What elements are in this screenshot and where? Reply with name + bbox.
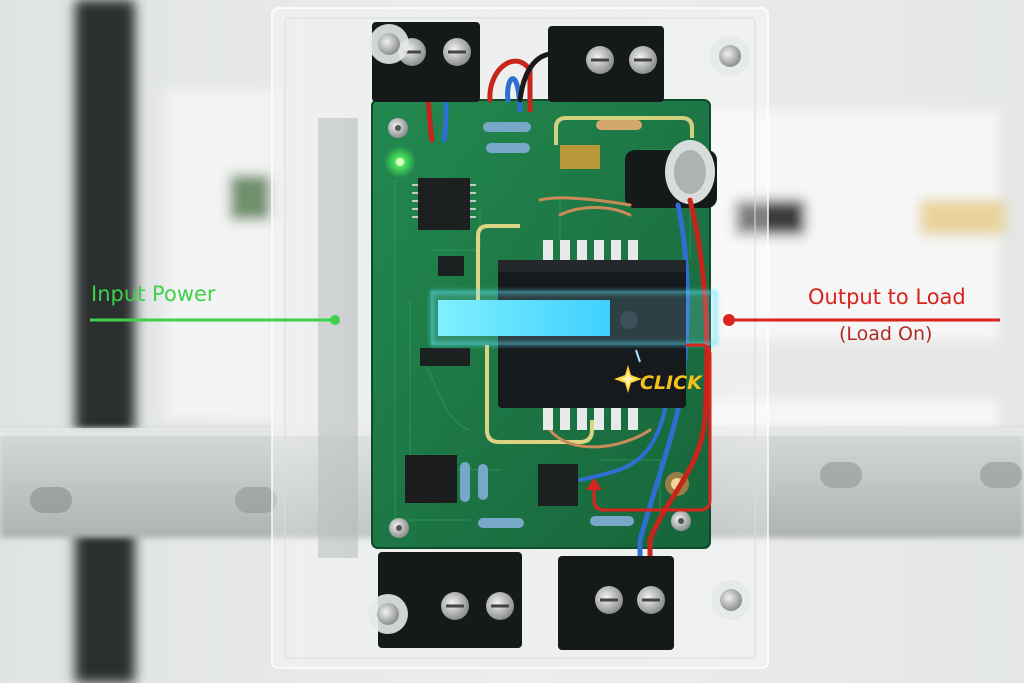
output-to-load-label: Output to Load — [808, 285, 966, 309]
click-spark-icon — [614, 365, 642, 393]
terminal-block-top-right — [548, 26, 664, 102]
output-highlight-path — [592, 343, 712, 512]
crystal — [560, 145, 600, 169]
header-block — [538, 464, 578, 506]
click-pointer — [635, 349, 641, 363]
highlight-trace — [476, 224, 594, 444]
output-arrow — [586, 478, 602, 490]
resistors — [460, 120, 642, 528]
relay-state-indicator — [431, 291, 717, 345]
status-led-icon — [396, 158, 404, 166]
case-screws — [368, 24, 751, 634]
microcontroller-chip — [412, 178, 476, 230]
driver-chip — [420, 348, 470, 366]
terminal-block-bottom-right — [558, 556, 674, 650]
load-status-label: (Load On) — [839, 323, 932, 345]
highlight-trace-top — [554, 116, 694, 145]
electrolytic-capacitor — [625, 140, 717, 208]
power-chip — [405, 455, 457, 503]
click-label: CLICK — [640, 372, 703, 394]
input-power-label: Input Power — [91, 282, 216, 306]
relay-pins — [543, 240, 638, 430]
terminal-block-bottom-left — [378, 552, 522, 648]
output-callout-dot — [723, 314, 735, 326]
transistor — [438, 256, 464, 276]
input-callout-dot — [330, 315, 340, 325]
